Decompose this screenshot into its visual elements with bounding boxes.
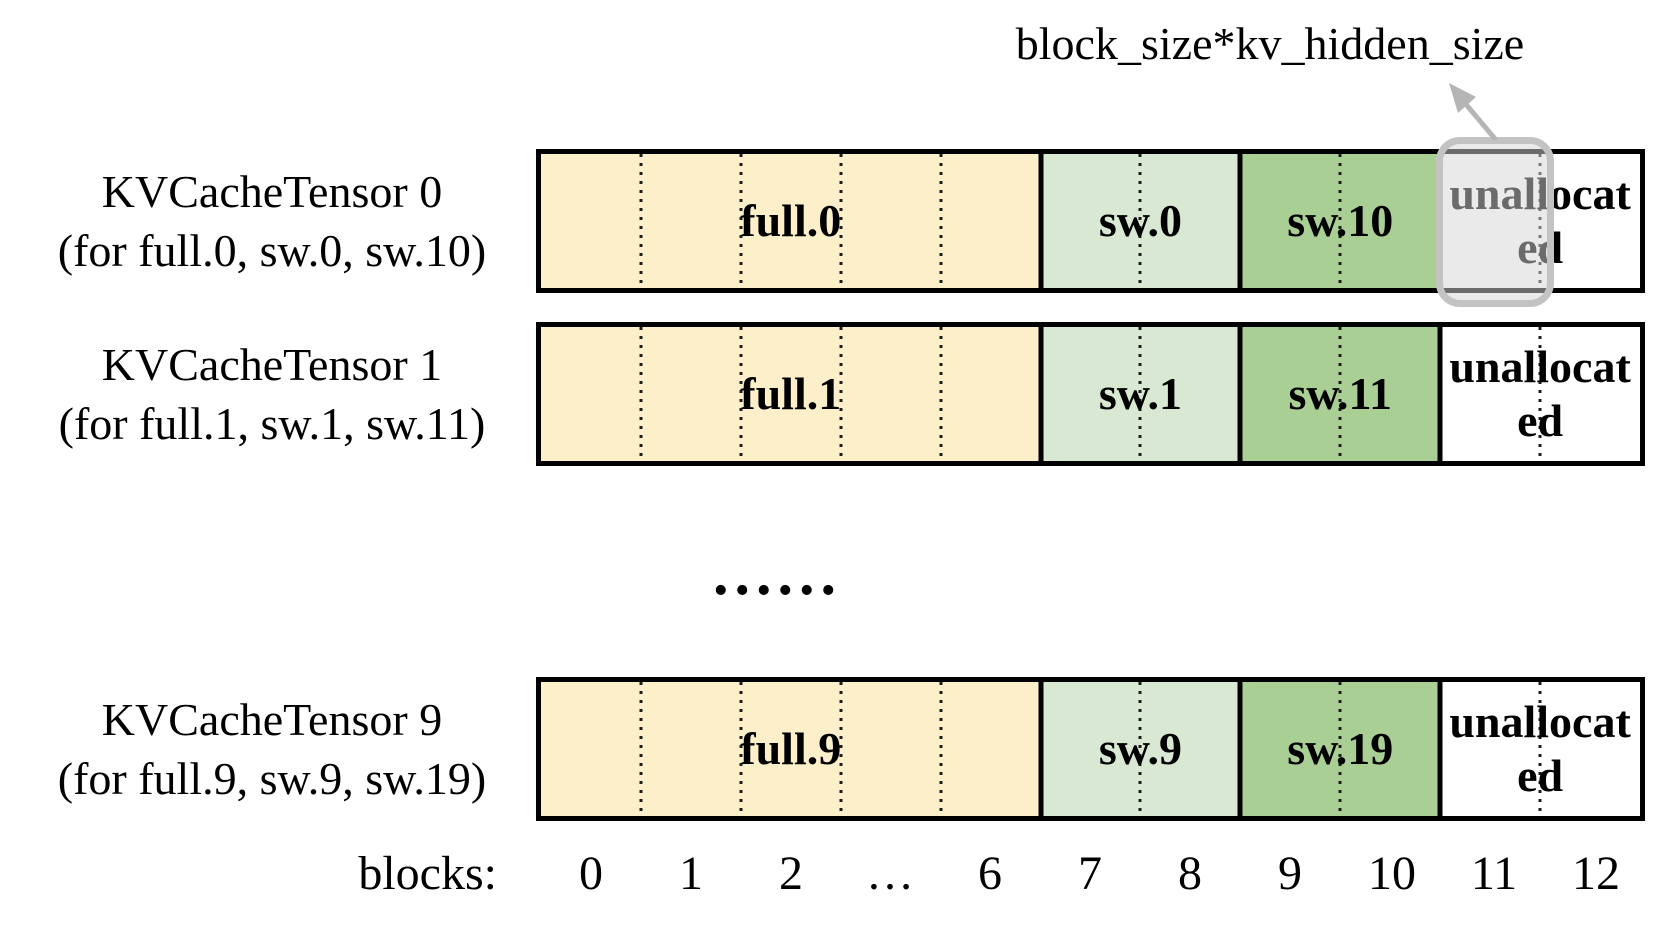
block-divider-dotted: [739, 682, 743, 816]
segment-divider: [1237, 327, 1243, 461]
tensor-subtitle: (for full.9, sw.9, sw.19): [57, 753, 487, 804]
block-index-label: 2: [779, 847, 803, 900]
block-divider-dotted: [839, 154, 843, 288]
tensor-row-label-1: KVCacheTensor 1 (for full.1, sw.1, sw.11…: [18, 335, 526, 453]
block-divider-dotted: [1138, 154, 1142, 288]
block-divider-dotted: [1138, 682, 1142, 816]
tensor-subtitle: (for full.1, sw.1, sw.11): [58, 398, 486, 449]
kv-cache-tensor-bar-1: full.1 sw.1 sw.11 unallocated: [536, 322, 1645, 466]
segment-full: full.0: [541, 154, 1041, 288]
segment-full: full.1: [541, 327, 1041, 461]
segment-divider: [1437, 327, 1443, 461]
block-index-label: 8: [1178, 847, 1202, 900]
segment-divider: [1437, 682, 1443, 816]
tensor-subtitle: (for full.0, sw.0, sw.10): [57, 225, 487, 276]
block-index-label: 11: [1470, 847, 1518, 900]
block-divider-dotted: [839, 327, 843, 461]
block-index-label: 7: [1078, 847, 1102, 900]
block-index-label: 1: [679, 847, 703, 900]
rows-ellipsis: ......: [713, 540, 842, 608]
tensor-title: KVCacheTensor 1: [101, 339, 443, 390]
block-divider-dotted: [1538, 682, 1542, 816]
tensor-title: KVCacheTensor 0: [101, 166, 443, 217]
kv-cache-tensor-bar-9: full.9 sw.9 sw.19 unallocated: [536, 677, 1645, 821]
annotation-arrow-icon: [1449, 83, 1498, 142]
block-divider-dotted: [739, 154, 743, 288]
block-divider-dotted: [939, 327, 943, 461]
block-size-annotation: block_size*kv_hidden_size: [1015, 18, 1525, 69]
block-divider-dotted: [839, 682, 843, 816]
block-index-label: 12: [1572, 847, 1620, 900]
block-divider-dotted: [1338, 154, 1342, 288]
segment-sw-high: sw.10: [1240, 154, 1441, 288]
tensor-row-label-0: KVCacheTensor 0 (for full.0, sw.0, sw.10…: [18, 162, 526, 280]
tensor-title: KVCacheTensor 9: [101, 694, 443, 745]
segment-divider: [1237, 682, 1243, 816]
block-index-label: 0: [579, 847, 603, 900]
segment-full: full.9: [541, 682, 1041, 816]
blocks-axis-label: blocks:: [358, 847, 497, 900]
block-divider-dotted: [739, 327, 743, 461]
block-divider-dotted: [1138, 327, 1142, 461]
block-index-label: …: [866, 847, 914, 900]
segment-divider: [1038, 154, 1044, 288]
segment-divider: [1237, 154, 1243, 288]
block-index-label: 9: [1278, 847, 1302, 900]
segment-divider: [1038, 682, 1044, 816]
block-divider-dotted: [639, 327, 643, 461]
block-divider-dotted: [639, 154, 643, 288]
block-divider-dotted: [1338, 682, 1342, 816]
segment-unallocated: unallocated: [1440, 682, 1640, 816]
highlighted-block-outline: [1436, 137, 1554, 307]
block-divider-dotted: [939, 682, 943, 816]
block-divider-dotted: [1538, 327, 1542, 461]
block-divider-dotted: [639, 682, 643, 816]
segment-divider: [1038, 327, 1044, 461]
tensor-row-label-9: KVCacheTensor 9 (for full.9, sw.9, sw.19…: [18, 690, 526, 808]
segment-unallocated: unallocated: [1440, 327, 1640, 461]
block-divider-dotted: [939, 154, 943, 288]
block-index-label: 6: [978, 847, 1002, 900]
block-index-label: 10: [1368, 847, 1416, 900]
block-divider-dotted: [1338, 327, 1342, 461]
